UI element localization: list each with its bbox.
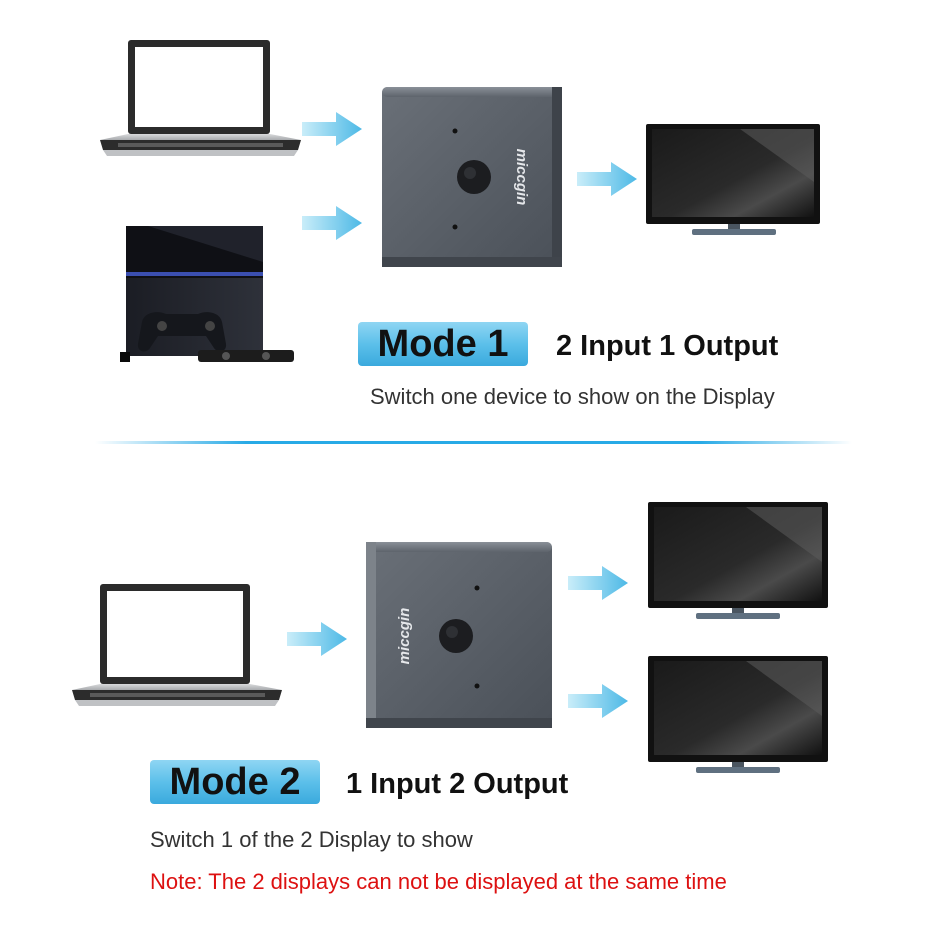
hdmi-switch-icon: miccgin (366, 542, 552, 728)
brand-logo: miccgin (513, 149, 530, 206)
mode1-badge: Mode 1 (358, 322, 528, 366)
monitor-icon (648, 502, 828, 619)
mode2-description: Switch 1 of the 2 Display to show (150, 827, 473, 852)
mode2-badge: Mode 2 (150, 760, 320, 804)
arrow-right-icon (568, 566, 628, 600)
monitor-icon (646, 124, 820, 235)
mode1-title: 2 Input 1 Output (556, 330, 779, 362)
arrow-right-icon (302, 206, 362, 240)
arrow-right-icon (568, 684, 628, 718)
laptop-icon (100, 40, 301, 156)
game-console-icon (120, 226, 294, 362)
mode1-description: Switch one device to show on the Display (370, 384, 775, 409)
arrow-right-icon (577, 162, 637, 196)
brand-logo: miccgin (396, 608, 413, 665)
mode2-title: 1 Input 2 Output (346, 768, 569, 800)
laptop-icon (72, 584, 282, 706)
section-divider (95, 441, 852, 444)
arrow-right-icon (302, 112, 362, 146)
arrow-right-icon (287, 622, 347, 656)
monitor-icon (648, 656, 828, 773)
mode2-note: Note: The 2 displays can not be displaye… (150, 869, 727, 894)
hdmi-switch-icon: miccgin (382, 87, 562, 267)
